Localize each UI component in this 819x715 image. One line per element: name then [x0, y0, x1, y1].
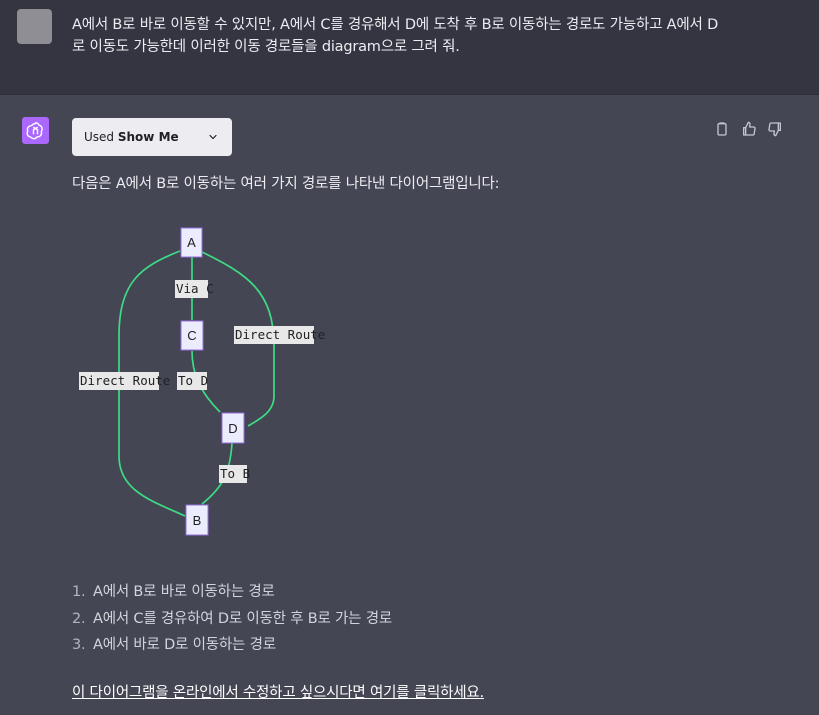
- plugin-used-dropdown[interactable]: Used Show Me: [72, 118, 232, 156]
- edge-label-d-b-bg: [219, 465, 247, 483]
- node-d: [221, 412, 245, 444]
- list-item-text: A에서 C를 경유하여 D로 이동한 후 B로 가는 경로: [93, 610, 393, 627]
- user-message-row: A에서 B로 바로 이동할 수 있지만, A에서 C를 경유해서 D에 도착 후…: [0, 0, 819, 95]
- node-c-label: C: [187, 328, 196, 343]
- list-item-number: 2.: [72, 610, 86, 627]
- plugin-used-label: Used: [84, 130, 115, 144]
- edge-label-c-d-bg: [177, 372, 207, 390]
- route-diagram: Via C To D To B Direct Route Direct Rout…: [79, 227, 325, 536]
- plugin-name: Show Me: [117, 130, 179, 144]
- edge-a-b: [118, 250, 186, 517]
- node-d-label: D: [228, 421, 237, 436]
- edit-diagram-link[interactable]: 이 다이어그램을 온라인에서 수정하고 싶으시다면 여기를 클릭하세요.: [72, 685, 484, 701]
- list-item-text: A에서 바로 D로 이동하는 경로: [93, 637, 276, 653]
- edge-label-to-b: To B: [220, 466, 250, 481]
- list-item-number: 1.: [72, 584, 86, 600]
- thumbs-down-icon[interactable]: [767, 121, 785, 139]
- edge-label-via-c-bg: [175, 280, 208, 298]
- list-item: 1. A에서 B로 바로 이동하는 경로: [72, 581, 392, 608]
- thumbs-up-icon[interactable]: [741, 121, 759, 139]
- list-item-number: 3.: [72, 637, 86, 653]
- node-c: [180, 320, 204, 351]
- user-message-line-1: A에서 B로 바로 이동할 수 있지만, A에서 C를 경유해서 D에 도착 후…: [72, 17, 719, 33]
- list-item: 3. A에서 바로 D로 이동하는 경로: [72, 634, 392, 661]
- node-b-label: B: [193, 513, 202, 528]
- openai-logo-icon: [22, 117, 49, 144]
- edge-label-direct-route-right: Direct Route: [235, 327, 325, 342]
- user-message-text: A에서 B로 바로 이동할 수 있지만, A에서 C를 경유해서 D에 도착 후…: [72, 14, 732, 58]
- edge-label-direct-route-left: Direct Route: [80, 373, 170, 388]
- node-a: [180, 227, 203, 258]
- node-a-label: A: [187, 235, 196, 250]
- edge-label-a-b-bg: [79, 372, 159, 390]
- clipboard-icon[interactable]: [714, 121, 732, 139]
- plugin-chip-label: Used Show Me: [84, 130, 179, 144]
- user-message-line-2: 로 이동도 가능한데 이러한 이동 경로들을 diagram으로 그려 줘.: [72, 39, 460, 55]
- user-avatar: [17, 9, 52, 44]
- node-b: [185, 504, 209, 536]
- edge-label-via-c: Via C: [176, 281, 214, 296]
- message-actions: [714, 121, 788, 139]
- assistant-message-row: Used Show Me 다음은 A에서 B로 이동하는 여러 가지 경로를 나…: [0, 95, 819, 715]
- list-item-text: A에서 B로 바로 이동하는 경로: [93, 584, 275, 600]
- route-list: 1. A에서 B로 바로 이동하는 경로 2. A에서 C를 경유하여 D로 이동한…: [72, 581, 392, 661]
- edge-label-a-d-bg: [234, 326, 314, 344]
- edge-label-to-d: To D: [178, 373, 208, 388]
- assistant-intro-text: 다음은 A에서 B로 이동하는 여러 가지 경로를 나타낸 다이어그램입니다:: [72, 176, 500, 192]
- list-item: 2. A에서 C를 경유하여 D로 이동한 후 B로 가는 경로: [72, 608, 392, 635]
- chevron-down-icon: [207, 131, 219, 146]
